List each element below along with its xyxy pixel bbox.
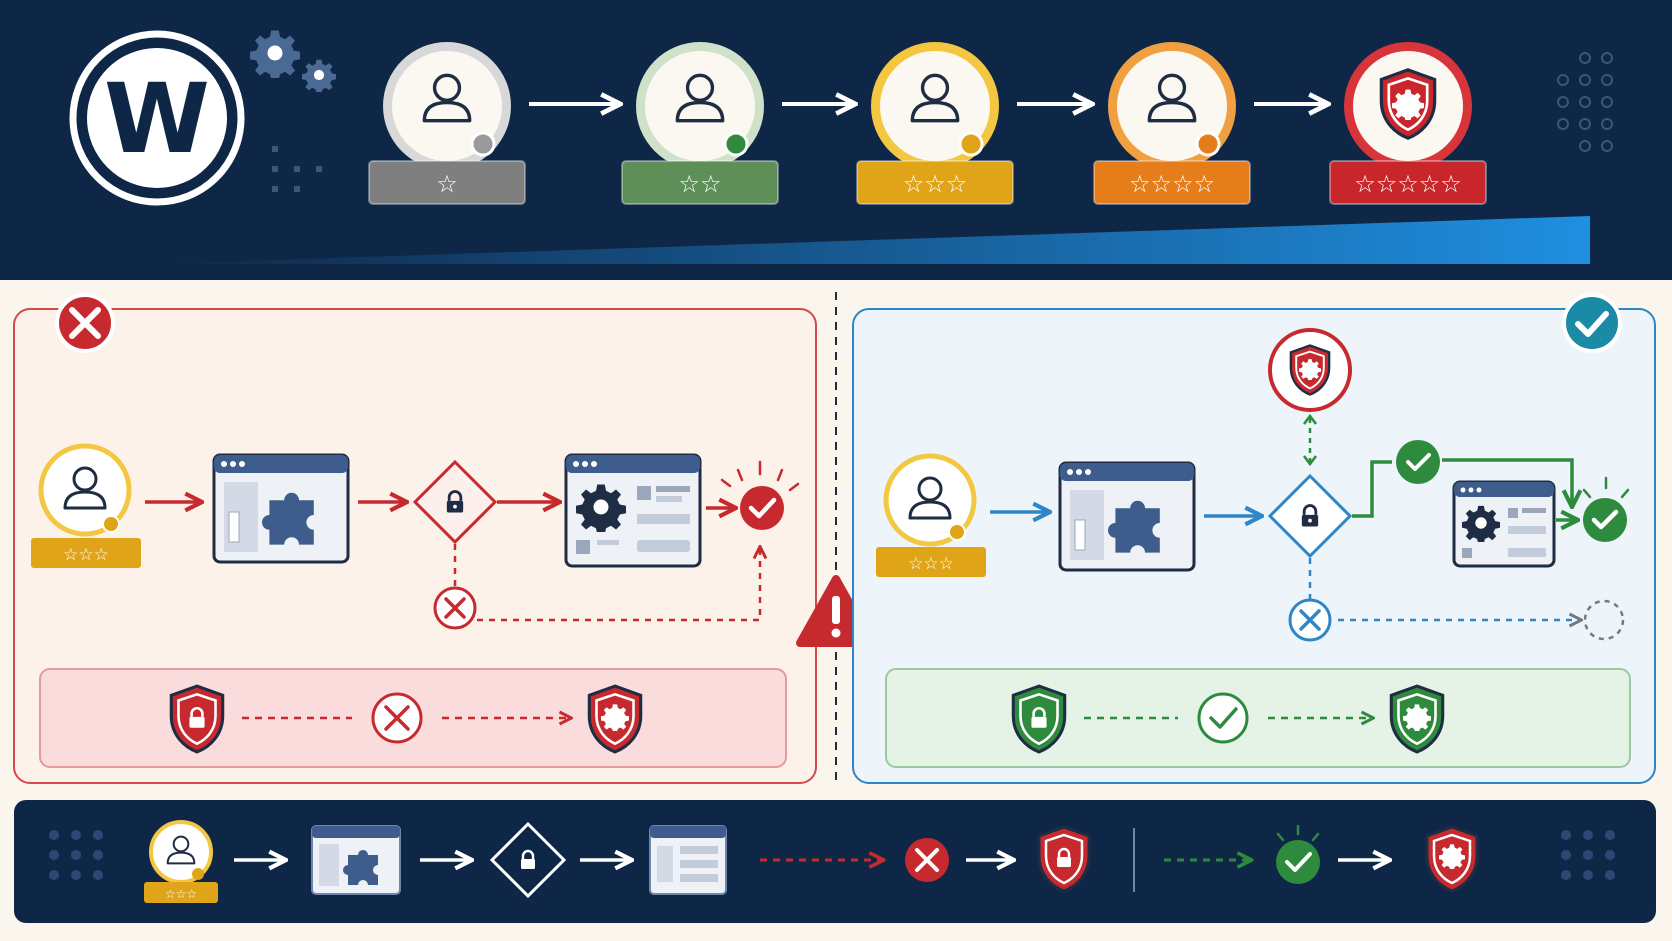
user-stars: ☆☆☆ [63,545,109,565]
summary-permission-diamond [489,821,567,899]
empty-target-icon [1583,599,1625,641]
role-stars: ☆☆☆☆ [1129,170,1215,198]
gear-icon [576,484,626,532]
role-badge [1093,160,1251,205]
role-stars: ☆☆☆ [903,170,968,198]
summary-plugin-window [311,825,401,895]
wordpress-logo: W [69,30,245,206]
dot-grid-decoration [272,146,322,192]
wordpress-logo-letter: W [104,63,210,175]
role-stars: ☆☆☆☆☆ [1354,170,1462,198]
settings-window [564,453,702,568]
plugin-window-secure [1058,461,1196,572]
permission-check-diamond-secure [1267,473,1353,559]
dot-grid-decoration-left [49,830,103,880]
privilege-ramp [155,216,1590,264]
role-badge [621,160,779,205]
contributor-user-secure: ☆☆☆ [876,453,986,577]
role-stars: ☆ [436,170,458,198]
dot-grid-decoration-right [1557,52,1613,152]
summary-settings-window [649,825,727,895]
plugin-window [212,453,350,564]
denied-x-icon [1288,598,1332,642]
summary-check-icon [1276,824,1320,884]
gear-icon [1439,844,1465,869]
role-level-4: ☆☆☆☆ [1093,42,1251,205]
secure-panel: ☆☆☆ [852,293,1656,784]
status-dot [470,131,496,157]
admin-shield-node [1268,328,1352,412]
unauthorized-success-icon [720,460,800,530]
summary-user: ☆☆☆ [144,820,218,903]
summary-x-icon [905,838,949,882]
check-circle-icon [1396,440,1440,484]
user-stars: ☆☆☆ [165,887,197,901]
authorized-path [1442,458,1572,505]
bypass-x-icon [433,586,477,630]
permission-check-diamond [412,459,498,545]
status-dot [958,131,984,157]
role-badge [1329,160,1487,205]
puzzle-icon [262,492,314,545]
dot-grid-decoration-right-bottom [1561,830,1615,880]
gear-icon [1392,89,1424,120]
gear-icon [1299,359,1321,380]
settings-window-secure [1452,480,1556,568]
vulnerable-panel: ☆☆☆ [13,293,817,784]
role-progression: ☆☆☆☆☆☆☆☆☆☆☆☆☆☆☆ [368,42,1487,205]
approved-badge [1562,293,1622,353]
role-level-5: ☆☆☆☆☆ [1329,42,1487,205]
status-dot [723,131,749,157]
role-level-2: ☆☆ [621,42,779,205]
status-dot [1195,131,1221,157]
vulnerable-summary-strip [39,668,787,768]
secure-summary-strip [885,668,1631,768]
rejected-badge [55,293,115,353]
check-circle-icon [1197,692,1249,744]
role-badge [856,160,1014,205]
role-level-1: ☆ [368,42,526,205]
contributor-user: ☆☆☆ [31,443,141,568]
summary-bar: ☆☆☆ [14,800,1656,923]
puzzle-icon [1108,500,1160,553]
access-granted-icon [1582,476,1630,542]
role-stars: ☆☆ [678,170,721,198]
role-badge [368,160,526,205]
role-level-3: ☆☆☆ [856,42,1014,205]
user-stars: ☆☆☆ [908,554,954,574]
puzzle-icon [343,850,378,885]
authorized-path [1352,460,1392,518]
